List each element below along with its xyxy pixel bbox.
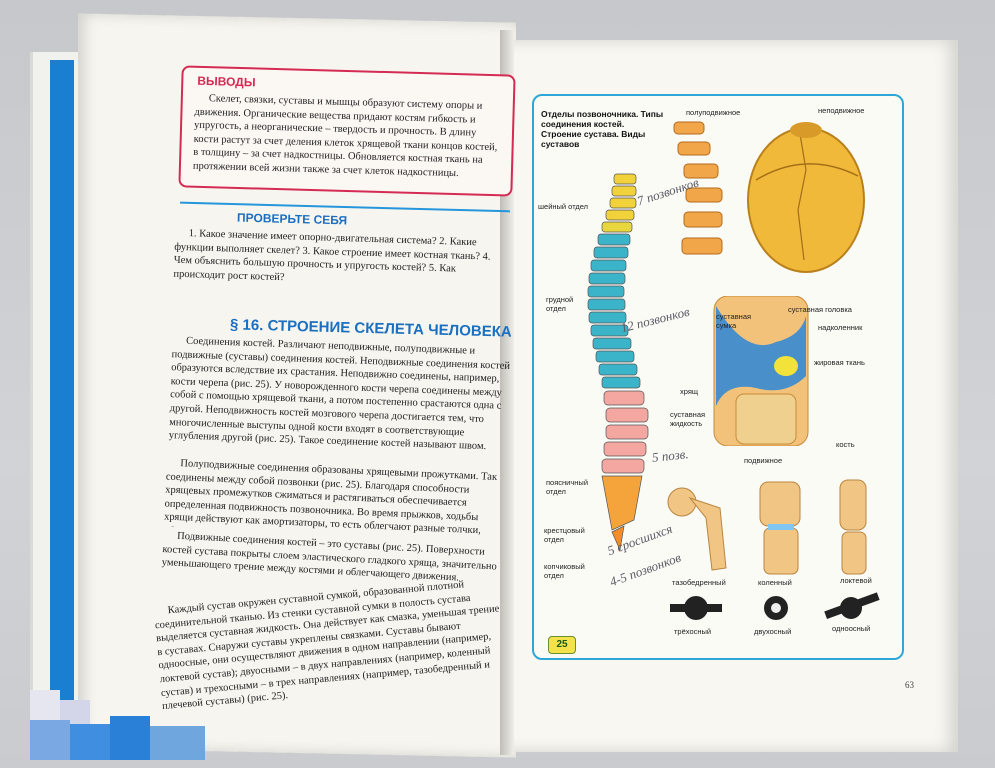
spine-illustration <box>587 173 649 552</box>
axis-symbols <box>670 592 880 620</box>
label-synovial-fluid: суставная жидкость <box>670 410 706 428</box>
label-uniaxial: одноосный <box>832 624 871 633</box>
paragraph-semimobile: Полуподвижные соединения образованы хрящ… <box>163 458 498 541</box>
label-triaxial: трёхосный <box>674 627 712 636</box>
label-bone: кость <box>836 440 855 449</box>
label-sacral: крестцовый отдел <box>544 526 585 544</box>
label-elbow: локтевой <box>840 576 872 585</box>
label-hip: тазобедренный <box>672 578 726 587</box>
label-coccygeal: копчиковый отдел <box>544 562 585 580</box>
label-capsule: суставная сумка <box>716 312 752 330</box>
figure-title: Отделы позвоночника. Типы соединения кос… <box>541 109 664 149</box>
conclusions-heading: ВЫВОДЫ <box>197 73 256 90</box>
label-mobile: подвижное <box>744 456 783 465</box>
conclusions-text: Скелет, связки, суставы и мышцы образуют… <box>192 93 498 179</box>
label-fat-tissue: жировая ткань <box>814 358 865 367</box>
label-immobile: неподвижное <box>818 106 865 115</box>
label-cartilage: хрящ <box>680 387 699 396</box>
skull-illustration <box>747 122 865 273</box>
label-cervical: шейный отдел <box>538 202 589 211</box>
check-questions: 1. Какое значение имеет опорно-двигатель… <box>173 228 491 283</box>
knee-joint-illustration <box>713 296 809 446</box>
page-number: 63 <box>905 680 914 690</box>
label-lumbar: поясничный отдел <box>546 478 589 496</box>
figure-number-badge: 25 <box>548 636 576 654</box>
label-thoracic: грудной отдел <box>546 295 574 313</box>
label-biaxial: двухосный <box>754 627 792 636</box>
vertebrae-segment-illustration <box>673 121 723 255</box>
label-knee: коленный <box>758 578 792 587</box>
joint-types-illustration <box>667 479 867 575</box>
label-joint-head: суставная головка <box>788 305 852 314</box>
label-patella: надколенник <box>818 323 863 332</box>
label-semi-mobile: полуподвижное <box>686 108 741 117</box>
pixelated-watermark <box>30 690 205 760</box>
paragraph-joints: Соединения костей. Различают неподвижные… <box>168 335 511 453</box>
conclusions-box: ВЫВОДЫ Скелет, связки, суставы и мышцы о… <box>178 65 516 197</box>
check-heading: ПРОВЕРЬТЕ СЕБЯ <box>236 210 348 228</box>
book-spine-stripe <box>50 60 74 730</box>
